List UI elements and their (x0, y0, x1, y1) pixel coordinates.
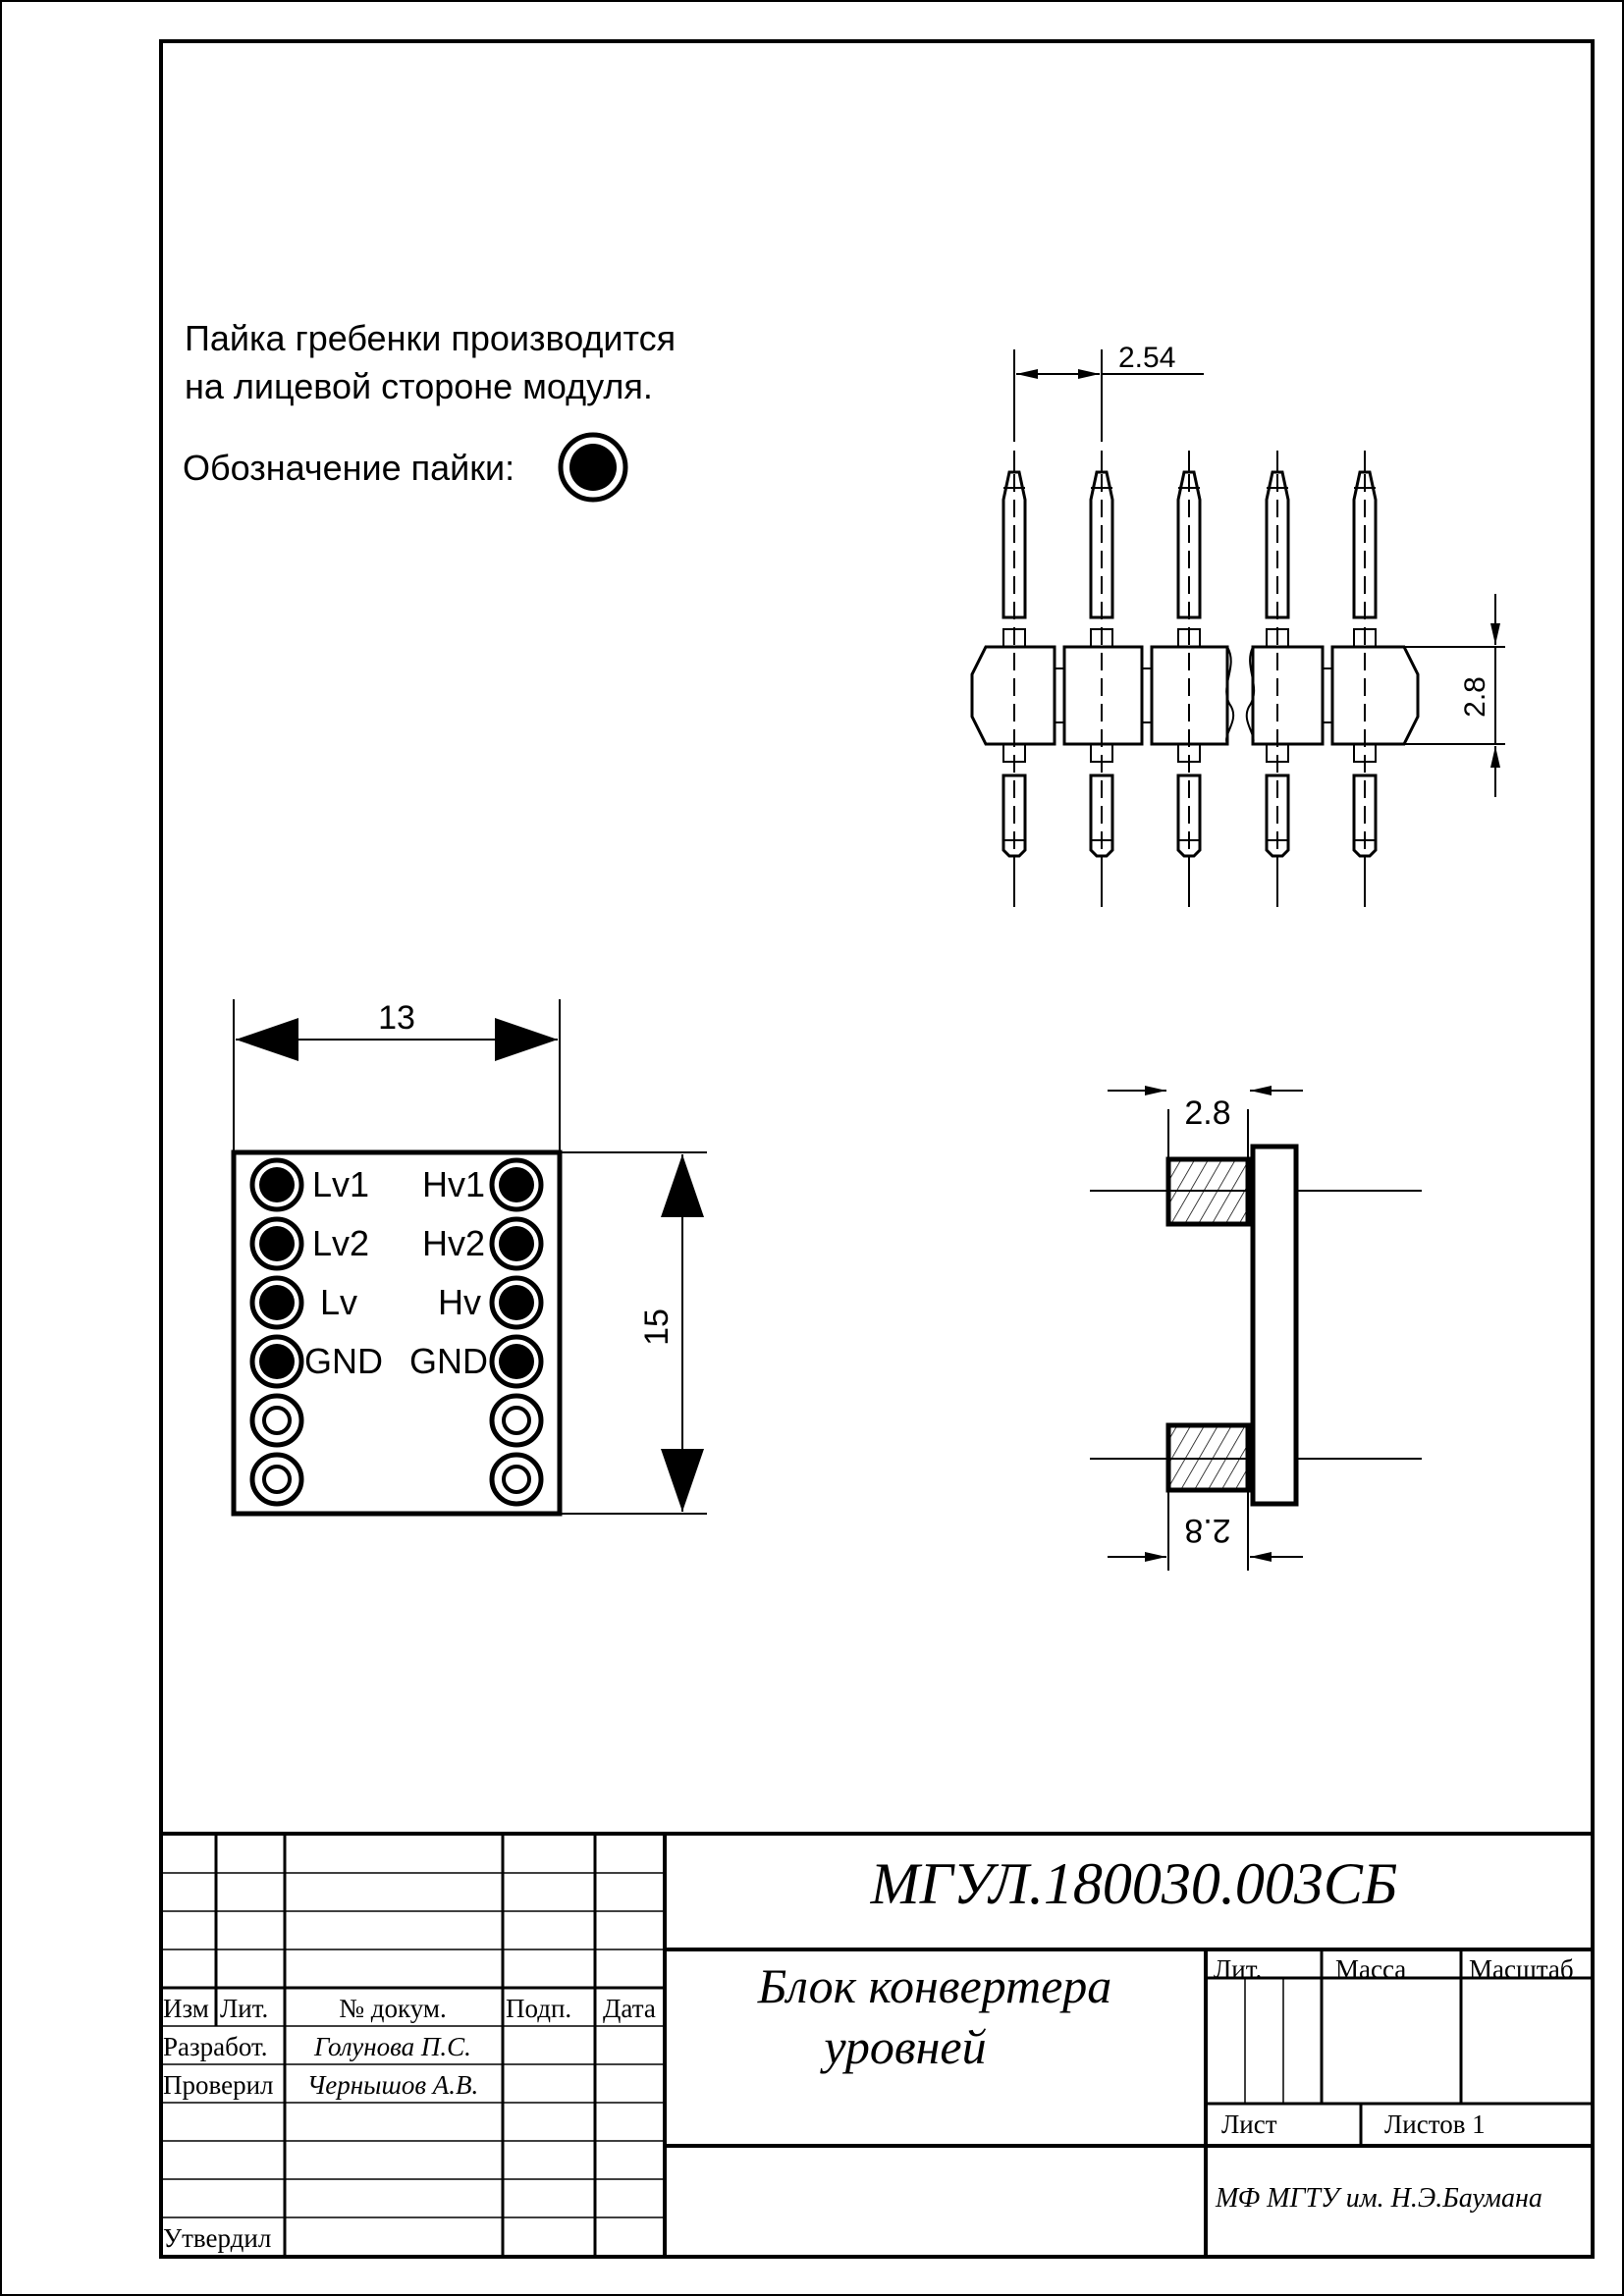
side-header-top (1165, 1156, 1251, 1227)
role-approver: Утвердил (163, 2223, 271, 2253)
side-pcb (1250, 1144, 1299, 1507)
note-line-1: Пайка гребенки производится (185, 318, 676, 358)
pin-label-right: Hv (438, 1282, 481, 1322)
soldered-pad (249, 1157, 304, 1212)
col-date: Дата (603, 1994, 656, 2023)
soldered-pad (489, 1334, 544, 1389)
header-body-segment (1251, 645, 1325, 746)
pin-header-view (970, 451, 1420, 907)
document-designation: МГУЛ.180030.003СБ (870, 1851, 1398, 1916)
board-height-label: 15 (638, 1308, 676, 1346)
side-view (1090, 1144, 1422, 1507)
solder-pad-icon (558, 432, 628, 503)
header-body-segment (1062, 645, 1144, 746)
board-width-label: 13 (378, 999, 415, 1037)
note-line-2: на лицевой стороне модуля. (185, 366, 653, 406)
pin-label-left: Lv1 (312, 1164, 369, 1204)
pitch-dim-label: 2.54 (1118, 342, 1175, 374)
sheets-label: Листов 1 (1384, 2109, 1486, 2139)
col-doc: № докум. (339, 1994, 446, 2023)
sheet-label: Лист (1221, 2109, 1277, 2139)
board-outline (231, 1149, 563, 1517)
header-pin (1176, 451, 1202, 907)
drawing-frame (159, 39, 1595, 2259)
soldered-pad (249, 1216, 304, 1271)
role-developer: Разработ. (163, 2032, 268, 2061)
soldered-pad (489, 1275, 544, 1330)
side-bottom-dimension: 2.8 (1108, 1490, 1303, 1571)
unsoldered-pad (249, 1452, 304, 1507)
soldered-pad (249, 1275, 304, 1330)
notes: Пайка гребенки производится на лицевой с… (183, 318, 676, 503)
col-lit: Лит. (220, 1994, 268, 2023)
soldered-pad (489, 1216, 544, 1271)
col-izm: Изм (163, 1994, 209, 2023)
soldered-pad (489, 1157, 544, 1212)
pin-label-left: Lv2 (312, 1223, 369, 1263)
header-body-segment (970, 645, 1056, 746)
side-top-dimension: 2.8 (1108, 1086, 1303, 1159)
title-block (161, 1832, 1593, 2257)
role-checker: Проверил (163, 2070, 274, 2100)
solder-legend-text: Обозначение пайки: (183, 448, 514, 488)
header-height-dimension: 2.8 (1404, 594, 1505, 797)
product-name-line-1: Блок конвертера (757, 1958, 1112, 2013)
hdr-mass: Масса (1335, 1954, 1406, 1984)
hdr-scale: Масштаб (1469, 1954, 1574, 1984)
side-top-label: 2.8 (1184, 1095, 1230, 1132)
board-height-dimension: 15 (560, 1151, 707, 1515)
unsoldered-pad (489, 1452, 544, 1507)
unsoldered-pad (489, 1393, 544, 1448)
pin-label-right: Hv2 (422, 1223, 485, 1263)
side-bottom-label: 2.8 (1184, 1512, 1230, 1549)
checker-name: Чернышов А.В. (307, 2070, 479, 2100)
side-header-bottom (1165, 1422, 1251, 1493)
product-name-line-2: уровней (819, 2019, 986, 2074)
pin-label-right: Hv1 (422, 1164, 485, 1204)
pin-label-left: Lv (320, 1282, 357, 1322)
header-pin (1001, 451, 1027, 907)
hdr-lit: Лит. (1214, 1954, 1262, 1984)
header-body-segment (1330, 645, 1420, 746)
developer-name: Голунова П.С. (313, 2032, 471, 2061)
header-pin (1352, 451, 1378, 907)
pitch-dimension: 2.54 (1013, 342, 1204, 442)
pin-label-left: GND (304, 1341, 383, 1381)
pin-label-right: GND (409, 1341, 488, 1381)
organization: МФ МГТУ им. Н.Э.Баумана (1215, 2183, 1543, 2214)
header-pin (1089, 451, 1114, 907)
soldered-pad (249, 1334, 304, 1389)
unsoldered-pad (249, 1393, 304, 1448)
header-pin (1265, 451, 1290, 907)
board-width-dimension: 13 (233, 999, 561, 1152)
header-height-label: 2.8 (1459, 676, 1491, 718)
title-block-text: МГУЛ.180030.003СБ Блок конвертера уровне… (163, 1851, 1574, 2253)
col-sign: Подп. (506, 1994, 571, 2023)
